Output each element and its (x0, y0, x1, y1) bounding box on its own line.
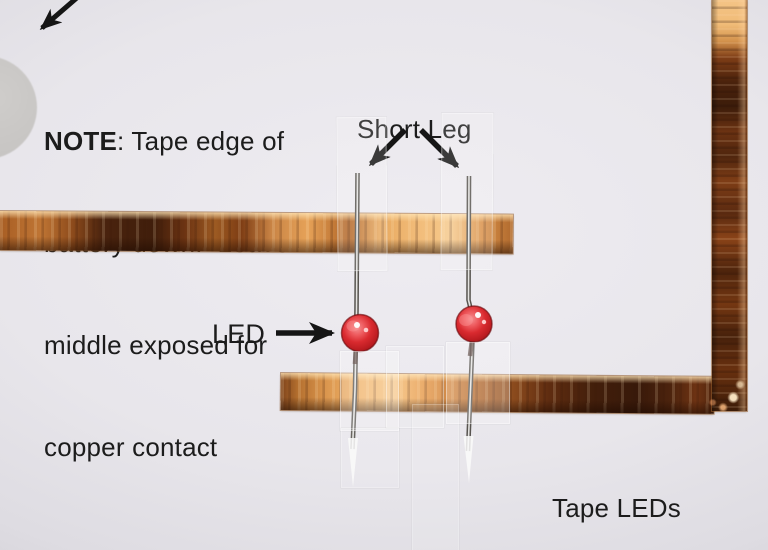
note-line-4: copper contact (44, 432, 218, 462)
note-line-1: NOTE: Tape edge of (44, 126, 285, 156)
tape-piece-right-bottom (446, 342, 510, 424)
battery-circle (0, 56, 37, 159)
left-led (340, 313, 380, 353)
tape-piece-right-top (440, 112, 494, 271)
tape-leds-label: Tape LEDs To Copper (552, 426, 681, 550)
tape-piece-left-lower (341, 428, 399, 488)
upper-copper-strip (0, 211, 513, 254)
led-label: LED (212, 319, 266, 349)
note-bold: NOTE (44, 126, 118, 156)
copper-corner-fold (690, 374, 747, 412)
tape-piece-vertical-lower (412, 404, 459, 550)
note-line-3: middle exposed for (44, 330, 268, 360)
tape-piece-mid-bottom (386, 346, 444, 428)
tape-leds-line-1: Tape LEDs (552, 493, 681, 523)
vertical-copper-strip (712, 0, 747, 411)
note-text: NOTE: Tape edge of battery down. Leave m… (44, 56, 304, 532)
right-led (455, 305, 493, 343)
right-wire-tape-tip (463, 436, 474, 483)
arrow-to-battery-icon (39, 0, 79, 30)
tape-piece-left-top (336, 116, 388, 272)
tape-piece-left-bottom (340, 351, 399, 431)
